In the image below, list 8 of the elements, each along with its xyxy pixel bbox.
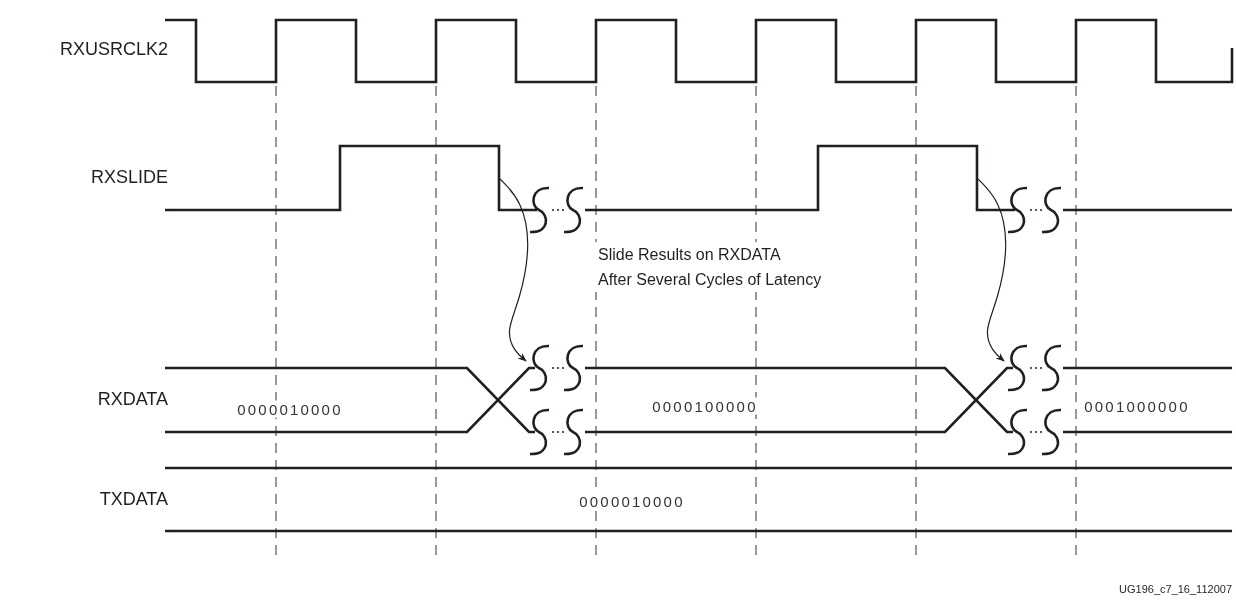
annotation-text: Slide Results on RXDATA After Several Cycles of Latency: [595, 242, 825, 292]
signal-name: TXDATA: [99, 489, 168, 510]
curved-arrow: [977, 178, 1007, 362]
curved-arrow: [499, 178, 529, 362]
figure-id: UG196_c7_16_112007: [1119, 583, 1232, 595]
signal-name: RXSLIDE: [90, 167, 168, 188]
signal-name: RXDATA: [97, 389, 168, 410]
signal-name: RXUSRCLK2: [59, 39, 168, 60]
